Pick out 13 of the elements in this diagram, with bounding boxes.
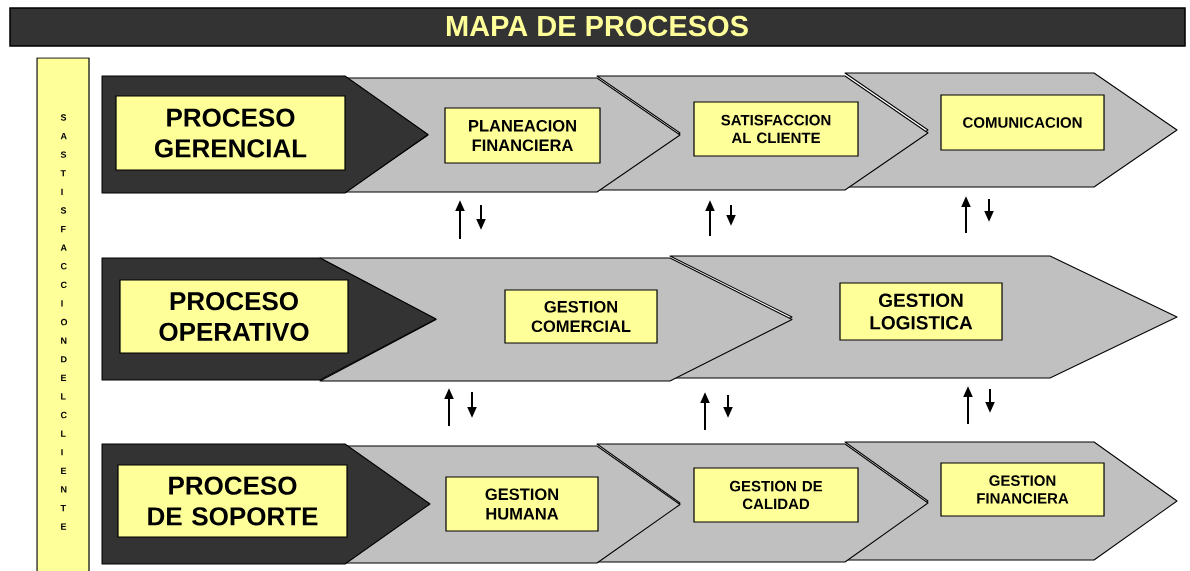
title-bar: MAPA DE PROCESOS <box>9 7 1186 47</box>
process-box: PROCESO OPERATIVO <box>119 279 349 354</box>
process-box: GESTION DE CALIDAD <box>693 467 859 523</box>
process-box: GESTION LOGISTICA <box>839 282 1003 341</box>
process-box: GESTION COMERCIAL <box>504 289 658 344</box>
vertical-banner: SASTISFACCION DEL CLIENTE <box>36 57 90 571</box>
process-box: SATISFACCION AL CLIENTE <box>693 101 859 157</box>
process-box: PROCESO DE SOPORTE <box>117 464 348 538</box>
process-box: PLANEACION FINANCIERA <box>444 107 601 164</box>
process-box: COMUNICACION <box>940 94 1105 151</box>
process-box: GESTION FINANCIERA <box>940 462 1105 517</box>
process-box: PROCESO GERENCIAL <box>115 95 346 171</box>
process-box: GESTION HUMANA <box>445 476 599 532</box>
